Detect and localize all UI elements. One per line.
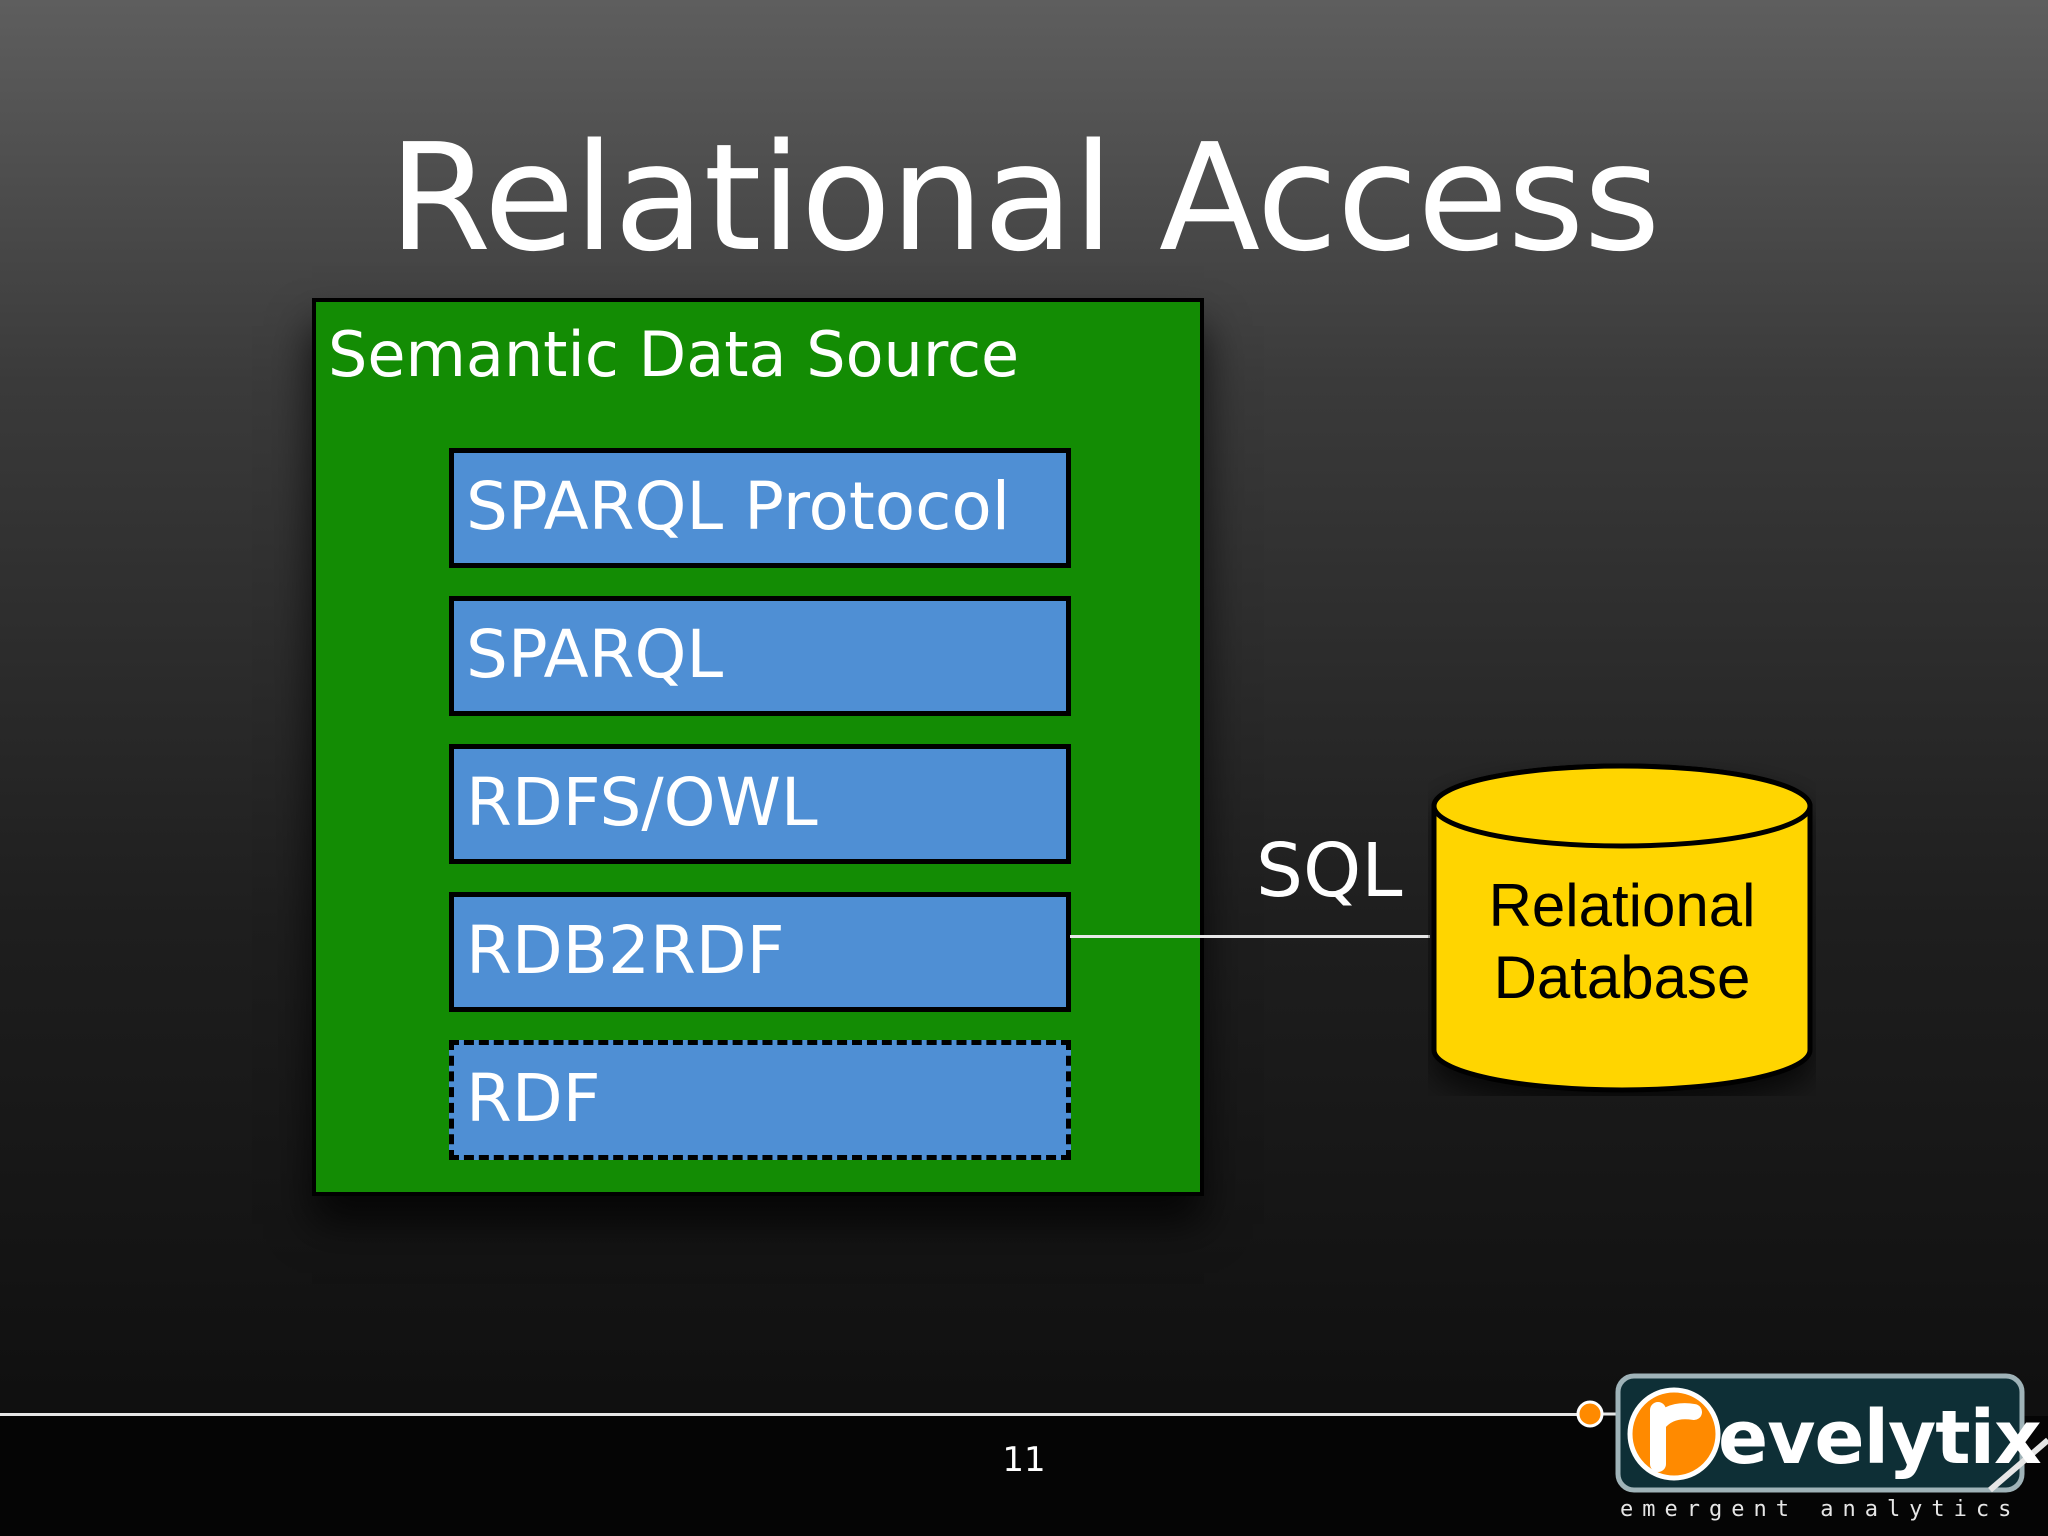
- semantic-data-source-box: Semantic Data Source SPARQL Protocol SPA…: [312, 298, 1204, 1196]
- logo-tagline: emergent analytics: [1620, 1497, 2021, 1522]
- semantic-data-source-title: Semantic Data Source: [328, 318, 1020, 391]
- page-number: 11: [1002, 1440, 1046, 1480]
- logo-wordmark: evelytix: [1718, 1395, 2042, 1481]
- layer-rdb2rdf: RDB2RDF: [449, 892, 1071, 1012]
- database-label-line1: Relational: [1488, 872, 1756, 939]
- layer-sparql-protocol: SPARQL Protocol: [449, 448, 1071, 568]
- footer-rule: [0, 1413, 1590, 1416]
- database-label-line2: Database: [1493, 944, 1751, 1011]
- layer-rdf: RDF: [449, 1040, 1071, 1160]
- sql-connector-line: [1070, 935, 1430, 938]
- revelytix-logo-graphic: [1576, 1373, 2048, 1493]
- sql-label: SQL: [1256, 828, 1403, 914]
- revelytix-logo: evelytix emergent analytics: [1570, 1360, 2048, 1536]
- relational-database-label: Relational Database: [1428, 870, 1816, 1014]
- layer-rdfs-owl: RDFS/OWL: [449, 744, 1071, 864]
- slide-title: Relational Access: [388, 112, 1660, 284]
- database-cylinder-icon: [1431, 763, 1813, 1093]
- relational-database-cylinder: Relational Database: [1428, 760, 1816, 1096]
- layer-sparql: SPARQL: [449, 596, 1071, 716]
